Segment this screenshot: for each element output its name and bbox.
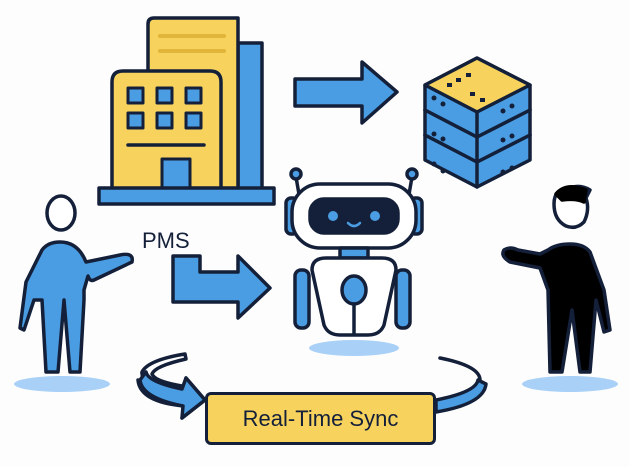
robot-assistant-icon [284, 167, 424, 356]
real-time-sync-badge: Real-Time Sync [205, 392, 436, 445]
pms-label: PMS [142, 228, 190, 253]
person-left-icon [14, 194, 134, 392]
bent-arrow-icon [171, 254, 272, 320]
person-right-icon [501, 184, 618, 392]
sync-cycle-arrows-icon [136, 352, 488, 420]
pms-building-icon [97, 16, 276, 206]
server-stack-icon [423, 56, 532, 189]
arrow-right-icon [293, 60, 399, 125]
